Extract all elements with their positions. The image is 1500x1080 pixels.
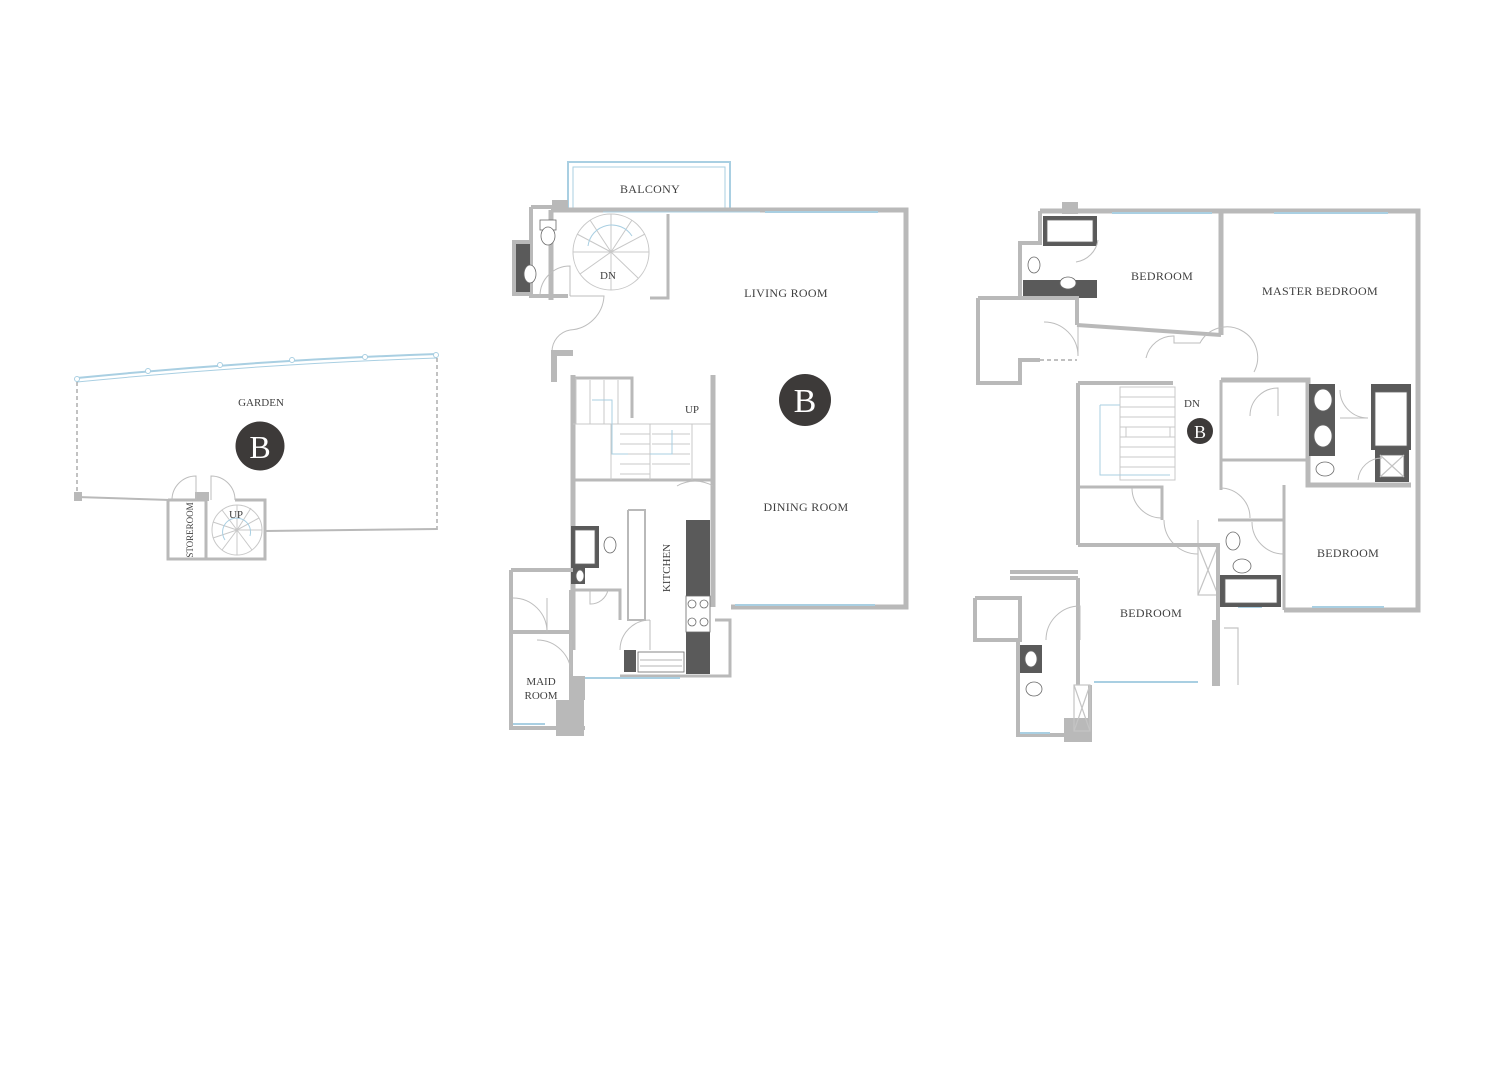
upper-stair-down-label: DN [1184,398,1200,410]
maid-room-label-line1: MAID [526,676,555,688]
upper-unit-badge: B [1187,418,1213,444]
svg-text:B: B [249,429,270,465]
main-straight-stair [573,376,711,482]
bedroom-2-label: BEDROOM [1120,606,1182,620]
kitchen-label: KITCHEN [661,544,673,592]
svg-text:B: B [794,383,817,420]
main-spiral-stair [572,213,670,300]
garden-level-plan: GARDEN STOREROOM UP B [74,352,439,561]
balcony-label: BALCONY [620,182,680,196]
upper-level-plan: BEDROOM MASTER BEDROOM DN B [973,202,1421,742]
garden-label: GARDEN [238,397,284,409]
dining-room-label: DINING ROOM [764,500,849,514]
maid-room-label-line2: ROOM [524,690,557,702]
garden-stair-up-label: UP [229,509,243,521]
svg-text:B: B [1194,422,1206,442]
garden-unit-badge: B [235,421,285,471]
storeroom-label: STOREROOM [185,502,195,557]
garden-glass-edge [76,353,438,379]
garden-boundary [76,358,438,530]
main-unit-badge: B [779,374,831,426]
living-room-label: LIVING ROOM [744,286,828,300]
upper-straight-stair [1099,386,1176,481]
garden-glass-posts [74,352,439,382]
bedroom-3-label: BEDROOM [1317,546,1379,560]
main-level-plan: BALCONY DN LIVING ROOM B [509,161,909,736]
main-stair-down-label: DN [600,270,616,282]
balcony-glass [567,161,731,210]
master-bedroom-label: MASTER BEDROOM [1262,284,1378,298]
main-stair-up-label: UP [685,404,699,416]
bedroom-1-label: BEDROOM [1131,269,1193,283]
garden-spiral-stair [211,504,263,556]
